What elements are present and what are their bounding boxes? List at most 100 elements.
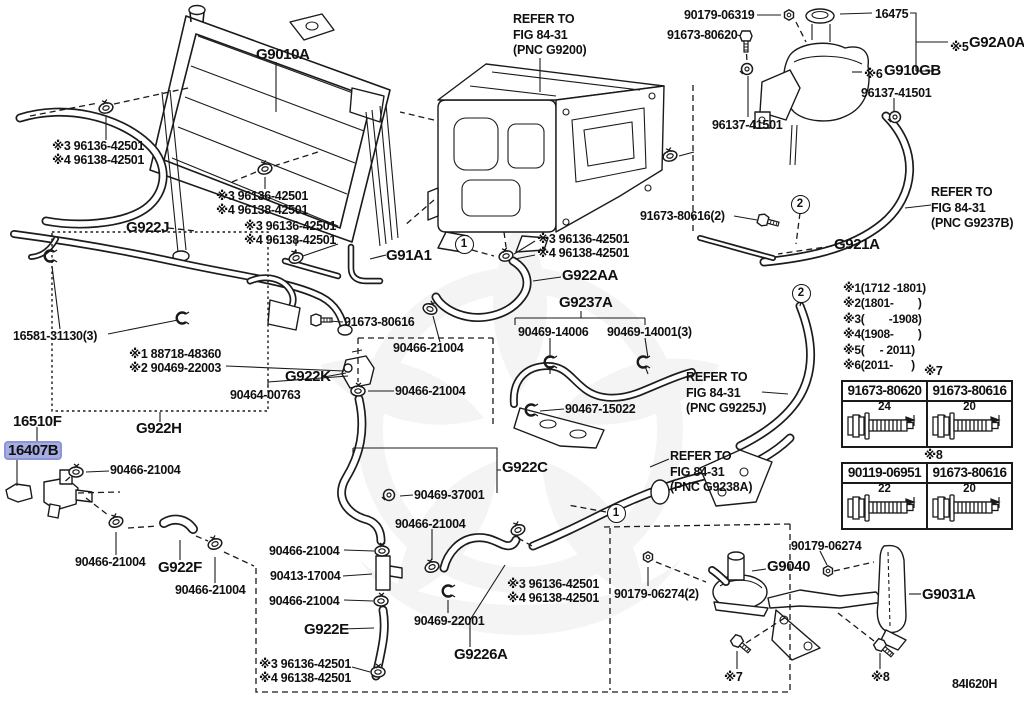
part-label-g9226a[interactable]: G9226A (454, 646, 508, 663)
part-label-90179-06274-2[interactable]: 90179-06274(2) (614, 587, 699, 601)
bolt-icon (756, 213, 780, 227)
part-label-90464-00763[interactable]: 90464-00763 (230, 388, 301, 402)
bolt-drawing-cell: 20 (928, 483, 1013, 528)
part-label-90469-14001-3[interactable]: 90469-14001(3) (607, 325, 692, 339)
part-label-90466-21004[interactable]: 90466-21004 (395, 517, 466, 531)
bracket-drawings (5, 299, 907, 661)
part-label-84i620h: 84I620H (952, 677, 998, 691)
grommet-icon (887, 110, 902, 124)
part-label-91673-80620[interactable]: 91673-80620 (667, 28, 738, 42)
bolt-icon (844, 493, 928, 528)
part-label-90179-06319[interactable]: 90179-06319 (684, 8, 755, 22)
part-label-g922k[interactable]: G922K (285, 368, 331, 385)
part-label-90469-22001[interactable]: 90469-22001 (414, 614, 485, 628)
part-label-7: ※7 (924, 364, 943, 378)
part-label-90466-21004[interactable]: 90466-21004 (269, 594, 340, 608)
grommet-icon (381, 488, 396, 502)
bolt-length-dimension: 20 (963, 401, 976, 413)
clip-icon (543, 355, 558, 369)
hose-clamp-icon (373, 592, 389, 607)
part-label-90466-21004[interactable]: 90466-21004 (75, 555, 146, 569)
hose-clamp-icon (257, 160, 273, 175)
part-label-7: ※7 (724, 670, 743, 684)
bolt-table-part-number: 91673-80616 (932, 465, 1007, 480)
part-label-g922h[interactable]: G922H (136, 420, 182, 437)
part-label-g921a[interactable]: G921A (834, 236, 880, 253)
hose-clamp-icon (498, 247, 514, 262)
bolt-length-dimension: 24 (878, 401, 891, 413)
part-label-g922e[interactable]: G922E (304, 621, 349, 638)
part-label-g922j[interactable]: G922J (126, 219, 170, 236)
part-label-3-96136-42501[interactable]: ※3 96136-42501 ※4 96138-42501 (507, 577, 600, 605)
bolt-icon (872, 637, 895, 658)
part-label-16510f[interactable]: 16510F (13, 413, 62, 430)
part-label-90466-21004[interactable]: 90466-21004 (110, 463, 181, 477)
part-label-3-96136-42501[interactable]: ※3 96136-42501 ※4 96138-42501 (244, 219, 337, 247)
part-label-refer-to[interactable]: REFER TO FIG 84-31 (PNC G9225J) (686, 370, 767, 415)
part-label-1-88718-48360[interactable]: ※1 88718-48360 ※2 90469-22003 (129, 347, 222, 375)
bolt-icon (929, 411, 1013, 446)
nut-icon (822, 564, 834, 578)
part-label-96137-41501[interactable]: 96137-41501 (861, 86, 932, 100)
part-label-g9010a[interactable]: G9010A (256, 46, 310, 63)
callout-circle-1: 1 (606, 503, 626, 523)
part-label-3-96136-42501[interactable]: ※3 96136-42501 ※4 96138-42501 (537, 232, 630, 260)
legend-entry: ※6(2011- ) (843, 358, 915, 373)
part-label-g9031a[interactable]: G9031A (922, 586, 976, 603)
bolt-drawing-cell: 22 (843, 483, 928, 528)
nut-icon (783, 8, 795, 22)
part-label-8: ※8 (871, 670, 890, 684)
part-label-g9237a[interactable]: G9237A (559, 294, 613, 311)
part-label-90466-21004[interactable]: 90466-21004 (393, 341, 464, 355)
part-label-90469-14006[interactable]: 90469-14006 (518, 325, 589, 339)
bolt-drawing-cell: 20 (928, 401, 1013, 446)
part-label-91673-80616-2[interactable]: 91673-80616(2) (640, 209, 725, 223)
part-label-3-96136-42501[interactable]: ※3 96136-42501 ※4 96138-42501 (259, 657, 352, 685)
part-label-96137-41501[interactable]: 96137-41501 (712, 118, 783, 132)
part-label-90466-21004[interactable]: 90466-21004 (175, 583, 246, 597)
part-label-3-96136-42501[interactable]: ※3 96136-42501 ※4 96138-42501 (52, 139, 145, 167)
part-label-g922c[interactable]: G922C (502, 459, 548, 476)
part-label-g910gb[interactable]: G910GB (884, 62, 941, 79)
legend-entry: ※3( -1908) (843, 311, 922, 326)
part-label-g91a1[interactable]: G91A1 (386, 247, 432, 264)
nut-icon (642, 550, 654, 564)
part-label-90413-17004[interactable]: 90413-17004 (270, 569, 341, 583)
hose-clamp-icon (98, 99, 114, 114)
part-label-16581-31130-3[interactable]: 16581-31130(3) (13, 329, 98, 343)
part-label-refer-to[interactable]: REFER TO FIG 84-31 (PNC G9200) (513, 12, 587, 57)
part-label-8: ※8 (924, 448, 943, 462)
callout-circle-1: 1 (454, 234, 474, 254)
part-label-90466-21004[interactable]: 90466-21004 (395, 384, 466, 398)
selected-part-label-16407b[interactable]: 16407B (6, 442, 61, 459)
part-label-90466-21004[interactable]: 90466-21004 (269, 544, 340, 558)
part-label-g92a0a[interactable]: G92A0A (969, 34, 1024, 51)
inverter-drawing (427, 63, 665, 253)
hose-clamp-icon (374, 542, 390, 557)
part-label-3-96136-42501[interactable]: ※3 96136-42501 ※4 96138-42501 (216, 189, 309, 217)
bolt-length-dimension: 22 (878, 483, 891, 495)
part-label-g922f[interactable]: G922F (158, 559, 202, 576)
part-label-16475[interactable]: 16475 (875, 7, 909, 21)
part-label-90469-37001[interactable]: 90469-37001 (414, 488, 485, 502)
part-label-90467-15022[interactable]: 90467-15022 (565, 402, 636, 416)
legend-entry: ※5( - 2011) (843, 342, 915, 357)
bolt-icon (729, 633, 752, 654)
radiator-drawing (149, 4, 399, 262)
legend-entry: ※2(1801- ) (843, 296, 922, 311)
hose-clamp-icon (288, 249, 304, 265)
part-label-90179-06274[interactable]: 90179-06274 (791, 539, 862, 553)
bolt-table-part-number: 90119-06951 (843, 464, 928, 482)
part-label-5: ※5 (950, 40, 969, 54)
part-label-91673-80616[interactable]: 91673-80616 (344, 315, 415, 329)
hose-clamp-icon (68, 463, 84, 478)
hose-clamp-icon (108, 513, 124, 529)
legend-entry: ※1(1712 -1801) (843, 281, 926, 295)
part-label-refer-to[interactable]: REFER TO FIG 84-31 (PNC G9238A) (670, 449, 753, 494)
part-label-g9040[interactable]: G9040 (767, 558, 811, 575)
part-label-refer-to[interactable]: REFER TO FIG 84-31 (PNC G9237B) (931, 185, 1014, 230)
part-label-g922aa[interactable]: G922AA (562, 267, 618, 284)
hose-clamp-icon (207, 535, 223, 551)
bolt-icon (929, 493, 1013, 528)
